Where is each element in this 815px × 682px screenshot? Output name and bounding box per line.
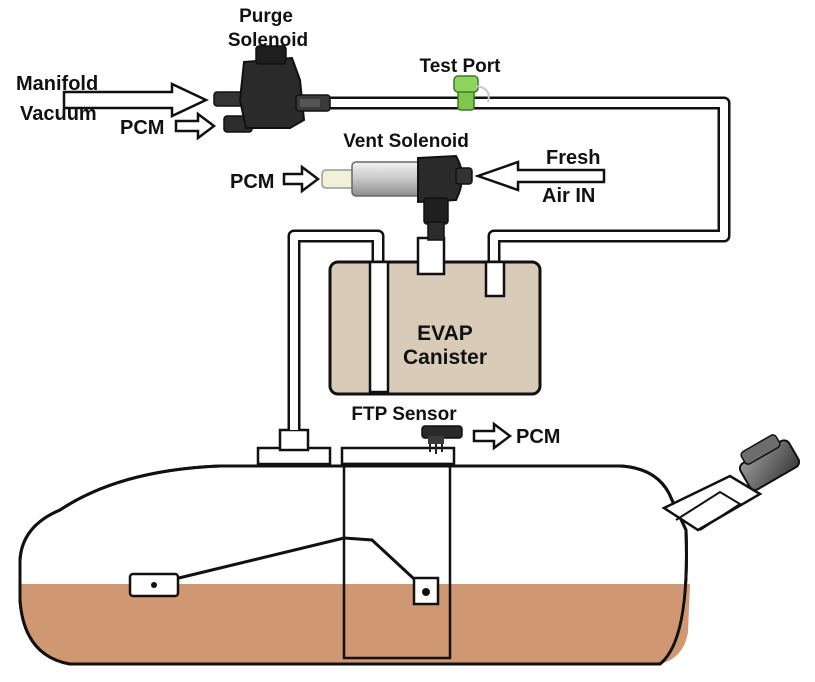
fresh-air-label-line2: Air IN xyxy=(542,185,595,207)
ftp-sensor-label: FTP Sensor xyxy=(351,404,457,425)
fuel-tank xyxy=(18,428,801,666)
filler-neck xyxy=(661,474,763,532)
tank-top-plate xyxy=(340,446,456,466)
manifold-arrow-icon xyxy=(62,82,209,118)
canister-label-line2: Canister xyxy=(403,346,487,369)
fresh-air-arrow-icon xyxy=(474,160,606,192)
test-port-icon xyxy=(453,75,490,111)
fuel-cap-icon xyxy=(738,434,801,491)
fuel-level xyxy=(20,584,690,664)
pcm-purge-arrow-icon xyxy=(174,111,217,141)
float-arm xyxy=(153,536,428,592)
test-port-label: Test Port xyxy=(420,56,502,77)
vent-solenoid-label: Vent Solenoid xyxy=(343,131,469,152)
pcm-vent-arrow-icon xyxy=(282,164,321,194)
canister-label-line1: EVAP xyxy=(417,322,473,345)
ftp-sensor-icon xyxy=(421,425,463,454)
fresh-air-label-line1: Fresh xyxy=(546,147,600,169)
pcm-ftp-arrow-icon xyxy=(472,421,513,451)
tank-vent-fitting xyxy=(278,428,310,452)
purge-solenoid xyxy=(213,45,331,133)
pcm-vent-label: PCM xyxy=(230,171,274,193)
evap-canister: EVAP Canister xyxy=(328,236,542,396)
fuel-pump-module xyxy=(342,462,452,660)
purge-solenoid-label-line2: Solenoid xyxy=(228,30,308,51)
pcm-ftp-label: PCM xyxy=(516,426,560,448)
vent-solenoid xyxy=(321,154,473,241)
pcm-purge-label: PCM xyxy=(120,117,164,139)
purge-solenoid-label-line1: Purge xyxy=(239,6,293,27)
manifold-label-line1: Manifold xyxy=(16,73,98,95)
